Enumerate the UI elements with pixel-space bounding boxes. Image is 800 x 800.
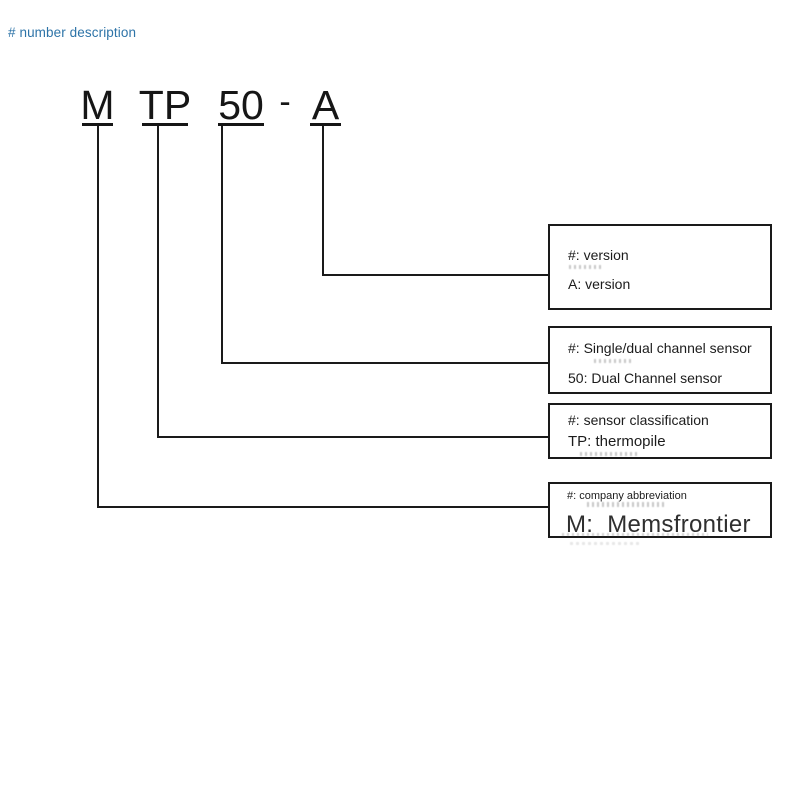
part-segment-m-text: M (80, 82, 115, 129)
callout-line: M: Memsfrontier (566, 511, 751, 538)
callout-line: #: sensor classification (568, 412, 709, 428)
connector-line-a (322, 126, 550, 276)
erased-text-artifact (570, 542, 642, 545)
connector-line-50 (221, 126, 550, 364)
part-segment-m: M (80, 82, 115, 129)
erased-text-artifact (562, 533, 708, 536)
connector-line-m (97, 126, 550, 508)
callout-box-channel: #: Single/dual channel sensor 50: Dual C… (548, 326, 772, 394)
part-segment-hyphen-text: - (279, 83, 291, 122)
connector-line-tp (157, 126, 550, 438)
part-segment-hyphen: - (274, 83, 296, 123)
part-segment-tp: TP (138, 82, 192, 129)
erased-text-artifact (569, 265, 603, 269)
callout-line: #: Single/dual channel sensor (568, 340, 752, 356)
callout-box-company: #: company abbreviation M: Memsfrontier (548, 482, 772, 538)
callout-box-classification: #: sensor classification TP: thermopile (548, 403, 772, 459)
callout-line: #: version (568, 247, 629, 263)
part-segment-50: 50 (218, 83, 264, 126)
part-segment-a-text: A (311, 82, 340, 129)
callout-box-version: #: version A: version (548, 224, 772, 310)
erased-text-artifact (580, 452, 638, 456)
part-segment-tp-text: TP (138, 82, 192, 129)
part-segment-50-text: 50 (218, 82, 264, 129)
callout-line: 50: Dual Channel sensor (568, 370, 723, 386)
number-description-note: # number description (8, 25, 137, 40)
part-segment-a: A (310, 83, 341, 126)
callout-line: A: version (568, 276, 631, 292)
callout-line: #: company abbreviation (567, 490, 687, 502)
callout-line: TP: thermopile (568, 433, 666, 450)
erased-text-artifact (587, 502, 665, 507)
erased-text-artifact (594, 359, 634, 363)
